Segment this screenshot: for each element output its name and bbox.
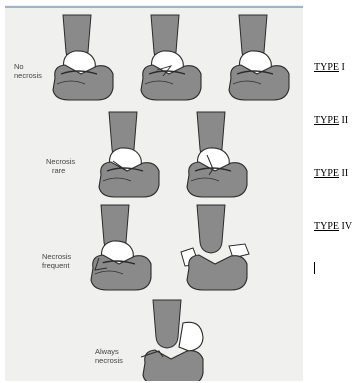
- ankle-drawing-type-ii-b: [187, 112, 247, 197]
- type-label-1: TYPE I: [314, 62, 345, 73]
- ankle-drawing-type-iv: [141, 300, 203, 381]
- figure-top-border: [5, 6, 303, 8]
- annotation-necrosis-rare: Necrosis rare: [46, 158, 75, 175]
- type-label-2: TYPE II: [314, 115, 348, 126]
- ankle-fracture-figure: No necrosis Necrosis rare Necrosis frequ…: [5, 5, 303, 381]
- type-label-3: TYPE II: [314, 168, 348, 179]
- annotation-necrosis-frequent: Necrosis frequent: [42, 253, 71, 270]
- ankle-drawing-type-ii-a: [99, 112, 159, 197]
- annotation-no-necrosis: No necrosis: [14, 63, 42, 80]
- type-label-4: TYPE IV: [314, 221, 352, 232]
- annotation-always-necrosis: Always necrosis: [95, 348, 123, 365]
- text-cursor: [314, 262, 315, 274]
- ankle-drawing-type-iii-a: [91, 205, 151, 290]
- ankle-drawing-type-i-b: [141, 15, 201, 100]
- ankle-drawing-type-i-a: [53, 15, 113, 100]
- ankle-drawing-type-iii-b: [181, 205, 249, 290]
- ankle-drawing-type-i-c: [229, 15, 289, 100]
